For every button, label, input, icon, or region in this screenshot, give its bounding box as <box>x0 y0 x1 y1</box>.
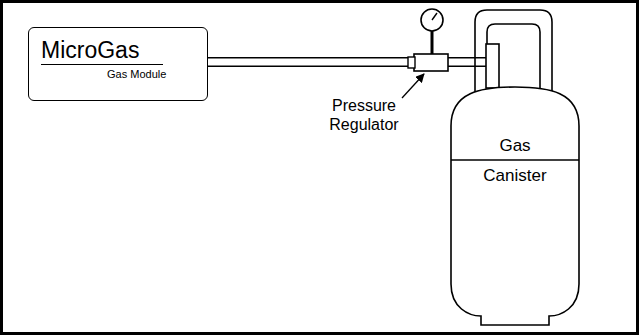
canister-outline <box>445 86 585 326</box>
canister-handle <box>475 10 552 92</box>
part-label: Pressure Regulator <box>318 96 410 134</box>
canister-text: Gas <box>445 136 585 156</box>
canister-text: Canister <box>445 166 585 186</box>
module-box: MicroGasGas Module <box>28 27 208 101</box>
module-subtitle: Gas Module <box>107 68 166 81</box>
gas-hose <box>208 62 492 88</box>
gas-canister: GasCanister <box>445 86 585 326</box>
leader-arrow <box>402 74 424 98</box>
module-name: MicroGas <box>41 36 163 65</box>
pressure-regulator <box>408 9 448 71</box>
canister-valve <box>486 44 499 88</box>
